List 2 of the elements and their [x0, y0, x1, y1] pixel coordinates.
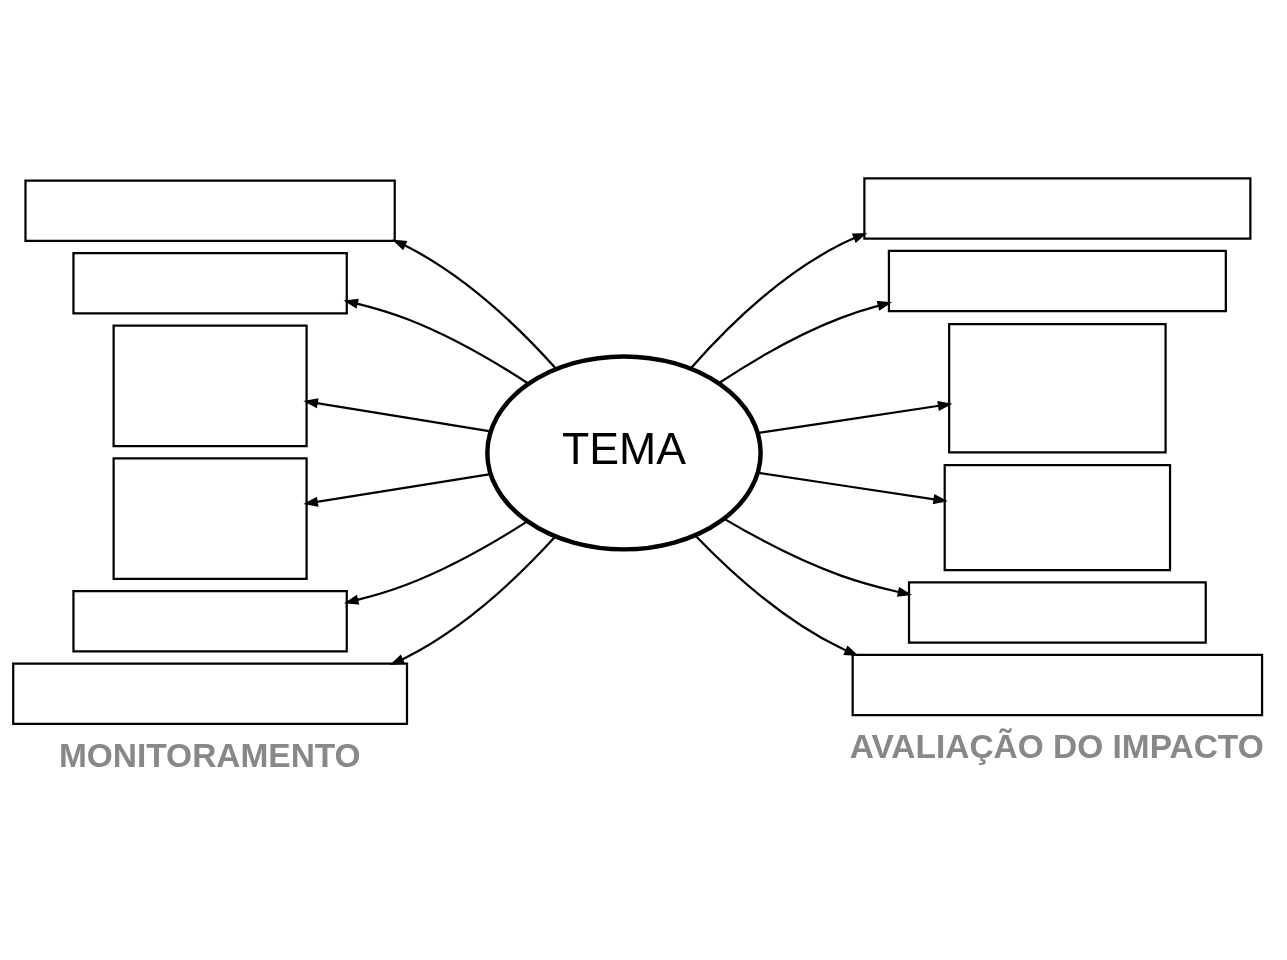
label: AVALIAÇÃO DO IMPACTO: [849, 727, 1264, 765]
label: MONITORAMENTO: [58, 736, 361, 774]
